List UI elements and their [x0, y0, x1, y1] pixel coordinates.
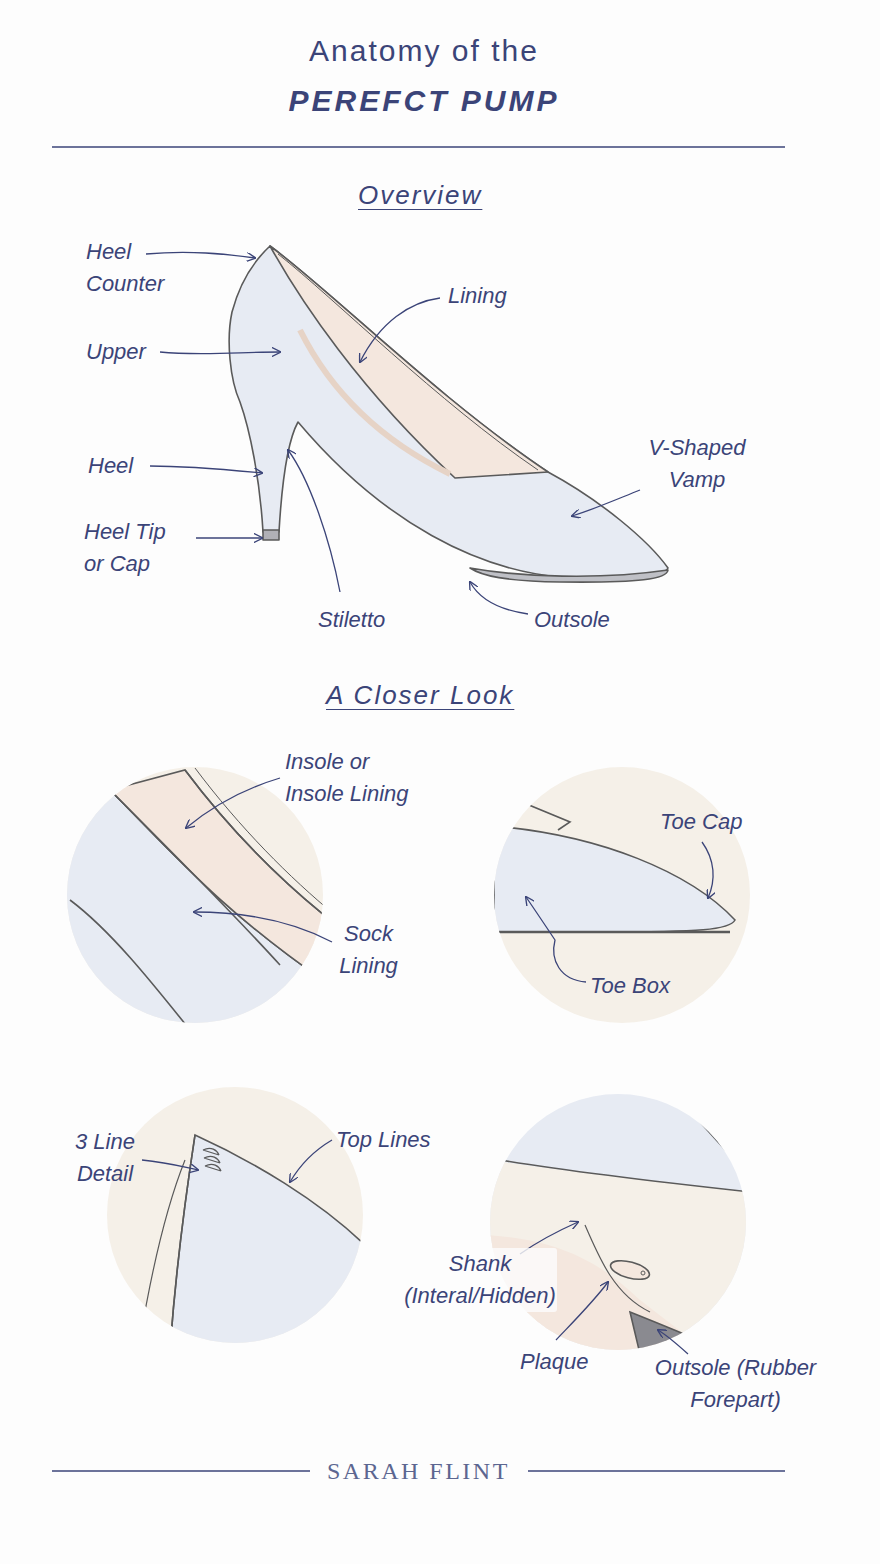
leader-lines-part — [160, 352, 280, 354]
leader-lines-part — [186, 778, 280, 828]
closer-look-shank-part — [500, 1160, 750, 1192]
closer-look-shank-part — [641, 1271, 645, 1275]
closer-look-shank — [488, 1092, 750, 1354]
part-label: Shank (Interal/Hidden) — [403, 1248, 557, 1312]
part-label: Plaque — [520, 1346, 589, 1378]
closer-look-toe — [490, 760, 760, 1030]
part-label: Top Lines — [336, 1124, 431, 1156]
shoe-overview-part — [300, 330, 450, 474]
shoe-overview-part — [263, 530, 279, 540]
closer-look-toe-part — [494, 931, 730, 934]
part-label: Lining — [448, 280, 507, 312]
closer-look-heel-counter-part — [170, 1135, 370, 1350]
closer-look-shank-part — [630, 1312, 712, 1354]
closer-look-insole-part — [70, 900, 190, 1030]
leader-lines-part — [572, 490, 640, 516]
leader-lines-part — [702, 842, 713, 898]
part-label: Toe Cap — [660, 806, 742, 838]
closer-look-heel-counter-part — [100, 1080, 370, 1350]
leader-lines-part — [288, 450, 340, 592]
part-label: Toe Box — [590, 970, 670, 1002]
part-label: Heel Tip or Cap — [84, 516, 168, 580]
part-label: Insole or Insole Lining — [285, 746, 411, 810]
part-label: Heel — [88, 450, 133, 482]
leader-lines — [142, 252, 713, 1354]
part-label: Outsole (Rubber Forepart) — [646, 1352, 825, 1416]
brand-name: SARAH FLINT — [321, 1456, 516, 1486]
part-label: Stiletto — [318, 604, 385, 636]
part-label: 3 Line Detail — [74, 1126, 136, 1190]
rules-part — [528, 1470, 785, 1471]
closer-look-heel-counter — [100, 1080, 370, 1350]
leader-lines-part — [146, 252, 255, 258]
leader-lines-part — [556, 1282, 608, 1340]
page-title: Anatomy of the PEREFCT PUMP — [264, 26, 584, 126]
leader-lines-part — [196, 537, 262, 538]
part-label: Outsole — [534, 604, 610, 636]
shoe-overview-part — [470, 568, 668, 582]
leader-lines-part — [194, 912, 332, 942]
leader-lines-part — [142, 1160, 198, 1170]
leader-lines-part — [290, 1140, 332, 1182]
closer-look-toe-part — [494, 826, 735, 932]
closer-look-shank-part — [680, 1100, 748, 1175]
closer-look-shank-part — [488, 1092, 750, 1354]
leader-lines-part — [470, 582, 528, 614]
closer-look-shank-part — [609, 1257, 652, 1283]
closer-look-toe-part — [490, 760, 760, 1030]
part-label: V-Shaped Vamp — [647, 432, 747, 496]
leader-lines-part — [150, 466, 262, 473]
closer-look-heel-counter-part — [203, 1148, 221, 1171]
rules-part — [52, 1470, 310, 1471]
rules — [52, 147, 785, 1471]
closer-look-heel-counter-part — [140, 1160, 185, 1340]
section-heading: Overview — [358, 178, 482, 212]
part-label: Heel Counter — [86, 236, 167, 300]
leader-lines-part — [360, 298, 440, 362]
part-label: Upper — [86, 336, 146, 368]
rules-part — [52, 146, 785, 147]
part-label: Sock Lining — [338, 918, 399, 982]
closer-look-insole-part — [115, 795, 280, 965]
leader-lines-part — [526, 897, 586, 982]
shoe-overview — [229, 246, 668, 582]
closer-look-toe-part — [512, 798, 570, 830]
leader-lines-part — [658, 1330, 688, 1354]
shoe-overview-part — [229, 246, 668, 578]
shoe-overview-part — [270, 246, 548, 478]
section-heading: A Closer Look — [326, 678, 514, 712]
